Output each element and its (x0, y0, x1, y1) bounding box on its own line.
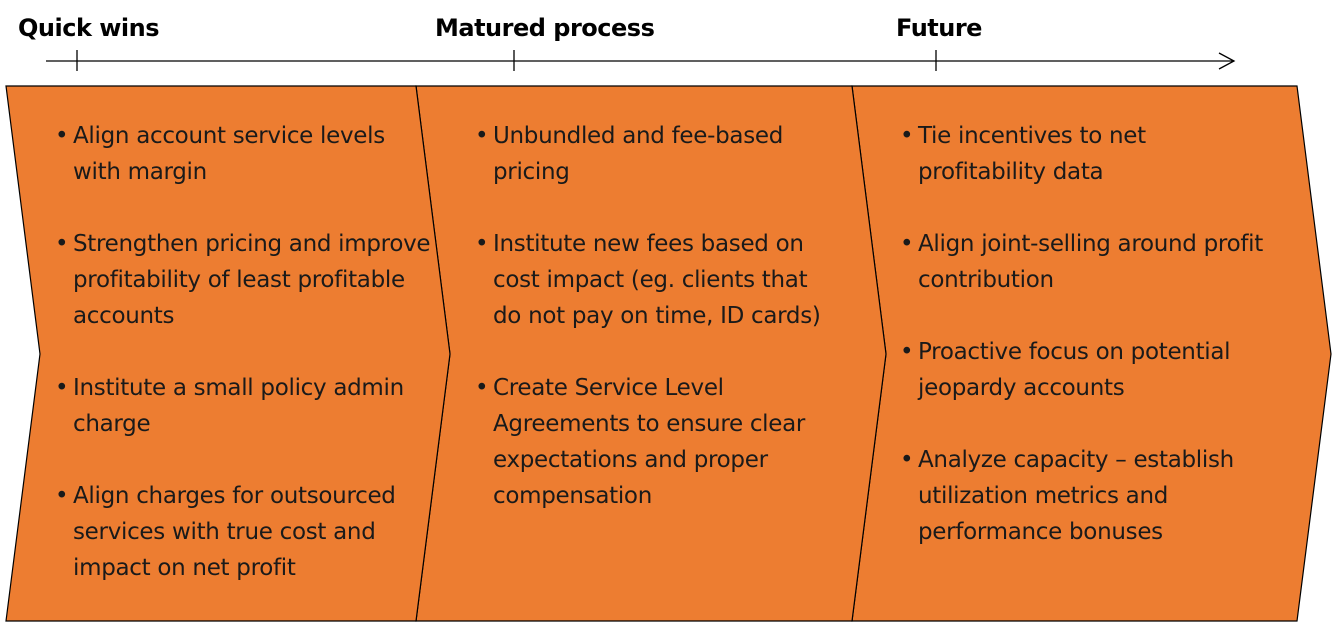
quick-wins-list: Align account service levels with margin… (55, 118, 433, 622)
future-list: Tie incentives to net profitability data… (900, 118, 1280, 586)
list-item: Unbundled and fee-based pricing (475, 118, 837, 190)
list-item: Align charges for outsourced services wi… (55, 478, 433, 586)
list-item: Create Service Level Agreements to ensur… (475, 370, 837, 514)
list-item: Tie incentives to net profitability data (900, 118, 1280, 190)
phase-title-future: Future (896, 14, 982, 42)
phase-title-matured-process: Matured process (435, 14, 655, 42)
list-item: Align account service levels with margin (55, 118, 433, 190)
list-item: Institute new fees based on cost impact … (475, 226, 837, 334)
list-item: Analyze capacity – establish utilization… (900, 442, 1280, 550)
phase-title-quick-wins: Quick wins (18, 14, 160, 42)
list-item: Proactive focus on potential jeopardy ac… (900, 334, 1280, 406)
matured-process-list: Unbundled and fee-based pricing Institut… (475, 118, 837, 550)
arrow-right-icon (1218, 52, 1236, 70)
list-item: Institute a small policy admin charge (55, 370, 433, 442)
list-item: Strengthen pricing and improve profitabi… (55, 226, 433, 334)
list-item: Align joint-selling around profit contri… (900, 226, 1280, 298)
